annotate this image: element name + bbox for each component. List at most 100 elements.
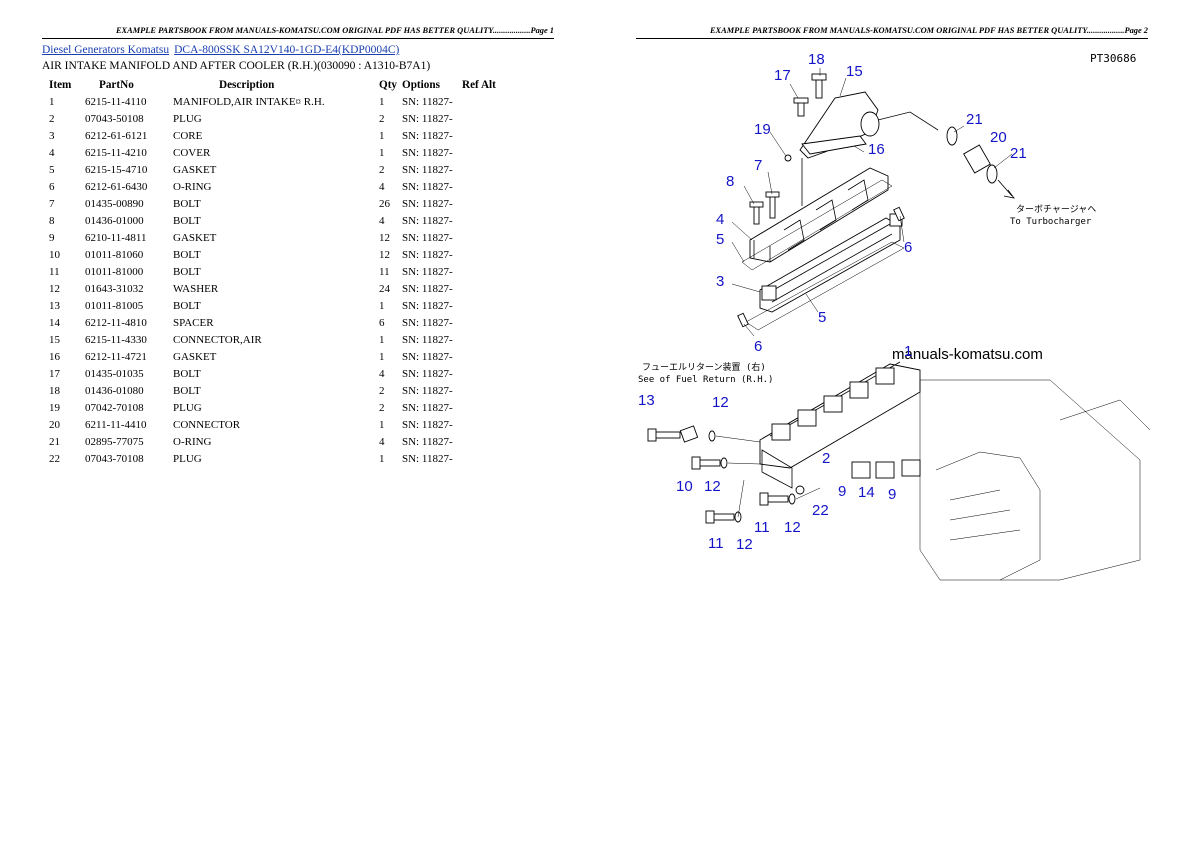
partno-cell: 01435-00890 <box>85 197 144 210</box>
item-cell: 11 <box>49 265 60 278</box>
o-ring-lower-drawing <box>737 312 749 328</box>
callout-11b: 11 <box>708 535 724 552</box>
breadcrumb: Diesel Generators Komatsu DCA-800SSK SA12… <box>42 44 404 56</box>
description-cell: PLUG <box>173 401 202 414</box>
column-header-partno: PartNo <box>99 78 134 91</box>
description-cell: CORE <box>173 129 203 142</box>
partno-cell: 6215-11-4110 <box>85 95 147 108</box>
partno-cell: 07043-50108 <box>85 112 144 125</box>
callout-21a: 21 <box>966 111 983 128</box>
lower-gasket-drawing <box>745 241 905 331</box>
partno-cell: 01011-81000 <box>85 265 144 278</box>
item-cell: 6 <box>49 180 55 193</box>
ref-alt-cell <box>462 348 502 365</box>
partno-cell: 01435-01035 <box>85 367 144 380</box>
options-cell: SN: 11827- <box>402 146 453 159</box>
options-cell: SN: 11827- <box>402 350 453 363</box>
partno-cell: 01643-31032 <box>85 282 144 295</box>
qty-cell: 1 <box>379 452 385 465</box>
ref-alt-cell <box>462 331 502 348</box>
ref-alt-cell <box>462 195 502 212</box>
table-row: 6 6212-61-6430 O-RING 4 SN: 11827- <box>42 178 502 195</box>
description-cell: O-RING <box>173 180 212 193</box>
ref-alt-cell <box>462 450 502 467</box>
callout-19: 19 <box>754 121 771 138</box>
callout-4: 4 <box>716 211 724 228</box>
turbo-note-en: To Turbocharger <box>1010 217 1092 227</box>
options-cell: SN: 11827- <box>402 367 453 380</box>
breadcrumb-category-link[interactable]: Diesel Generators Komatsu <box>42 44 170 56</box>
partno-cell: 07042-70108 <box>85 401 144 414</box>
callout-11a: 11 <box>754 519 770 536</box>
item-cell: 4 <box>49 146 55 159</box>
description-cell: BOLT <box>173 197 201 210</box>
breadcrumb-model-link[interactable]: DCA-800SSK SA12V140-1GD-E4(KDP0004C) <box>174 44 400 56</box>
ref-alt-cell <box>462 229 502 246</box>
description-cell: BOLT <box>173 367 201 380</box>
callout-22: 22 <box>812 502 829 519</box>
item-cell: 2 <box>49 112 55 125</box>
plate-number: PT30686 <box>1090 52 1136 65</box>
spacer-14-drawing <box>875 461 895 479</box>
column-header-item: Item <box>49 78 72 91</box>
qty-cell: 1 <box>379 418 385 431</box>
callout-12a: 12 <box>712 394 729 411</box>
qty-cell: 4 <box>379 180 385 193</box>
description-cell: COVER <box>173 146 211 159</box>
callout-10: 10 <box>676 478 693 495</box>
item-cell: 20 <box>49 418 60 431</box>
options-cell: SN: 11827- <box>402 452 453 465</box>
item-cell: 10 <box>49 248 60 261</box>
watermark: manuals-komatsu.com <box>892 346 1043 363</box>
callout-7: 7 <box>754 157 762 174</box>
item-cell: 21 <box>49 435 60 448</box>
partno-cell: 6215-15-4710 <box>85 163 148 176</box>
callout-9a: 9 <box>838 483 846 500</box>
options-cell: SN: 11827- <box>402 435 453 448</box>
partno-cell: 6212-11-4810 <box>85 316 147 329</box>
description-cell: WASHER <box>173 282 219 295</box>
item-cell: 5 <box>49 163 55 176</box>
options-cell: SN: 11827- <box>402 214 453 227</box>
lower-bolts-drawing <box>647 425 821 524</box>
item-cell: 19 <box>49 401 60 414</box>
description-cell: O-RING <box>173 435 212 448</box>
callout-1: 1 <box>904 343 912 360</box>
options-cell: SN: 11827- <box>402 384 453 397</box>
options-cell: SN: 11827- <box>402 401 453 414</box>
partno-cell: 6212-61-6430 <box>85 180 148 193</box>
description-cell: BOLT <box>173 214 201 227</box>
ref-alt-cell <box>462 297 502 314</box>
partno-cell: 6210-11-4811 <box>85 231 147 244</box>
partno-cell: 6215-11-4330 <box>85 333 147 346</box>
options-cell: SN: 11827- <box>402 180 453 193</box>
page-header-right: EXAMPLE PARTSBOOK FROM MANUALS-KOMATSU.C… <box>636 24 1148 39</box>
options-cell: SN: 11827- <box>402 231 453 244</box>
options-cell: SN: 11827- <box>402 282 453 295</box>
partno-cell: 6212-61-6121 <box>85 129 148 142</box>
callout-3: 3 <box>716 273 724 290</box>
ref-alt-cell <box>462 399 502 416</box>
item-cell: 3 <box>49 129 55 142</box>
column-header-qty: Qty <box>379 78 398 91</box>
page-header-left: EXAMPLE PARTSBOOK FROM MANUALS-KOMATSU.C… <box>42 24 554 39</box>
fuel-return-note-jp: フューエルリターン装置 (右) <box>642 361 766 373</box>
ref-alt-cell <box>462 314 502 331</box>
qty-cell: 26 <box>379 197 390 210</box>
callout-12c: 12 <box>784 519 801 536</box>
o-ring-upper-drawing <box>893 206 905 222</box>
qty-cell: 4 <box>379 214 385 227</box>
callout-6a: 6 <box>904 239 912 256</box>
options-cell: SN: 11827- <box>402 95 453 108</box>
item-cell: 9 <box>49 231 55 244</box>
description-cell: BOLT <box>173 384 201 397</box>
item-cell: 7 <box>49 197 55 210</box>
description-cell: BOLT <box>173 265 201 278</box>
